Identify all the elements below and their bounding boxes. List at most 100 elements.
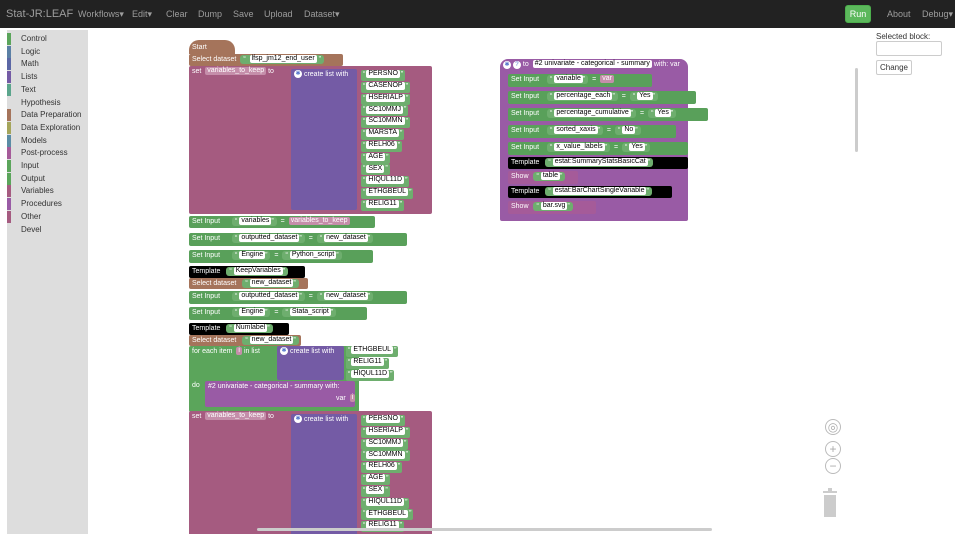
select-dataset-new-1[interactable]: Select dataset “new_dataset” [189, 278, 308, 289]
blockly-workspace[interactable]: Start Select dataset “ lfsp_jm12_end_use… [88, 28, 864, 534]
change-button[interactable]: Change [876, 60, 912, 75]
input-value[interactable]: new_dataset [324, 233, 368, 242]
start-block[interactable]: Start [189, 40, 235, 54]
set-input-engine-python[interactable]: Set Input “Engine” = “Python_script” [189, 250, 373, 263]
show-value[interactable]: table [540, 171, 560, 180]
proc-template-summary[interactable]: Template “estat:SummaryStatsBasicCat” [508, 157, 688, 169]
var-dropdown[interactable]: variables_to_keep [205, 412, 267, 421]
input-value[interactable]: Stata_script [289, 307, 331, 316]
string-value[interactable]: HIQUL11D [351, 369, 390, 378]
recenter-icon[interactable]: ◎ [825, 419, 841, 435]
input-value[interactable]: Yes [655, 108, 671, 117]
toolbox-category-other[interactable]: Other [7, 210, 88, 223]
menu-workflows[interactable]: Workflows▾ [78, 9, 124, 19]
input-value[interactable]: new_dataset [324, 291, 368, 300]
template-value[interactable]: estat:BarChartSingleVariable [552, 186, 647, 195]
menu-save[interactable]: Save [233, 9, 254, 19]
template-numlabel[interactable]: Template “Numlabel” [189, 323, 289, 335]
select-dataset-new-2[interactable]: Select dataset “new_dataset” [189, 335, 301, 346]
proc-show-bar-svg[interactable]: Show “bar.svg” [508, 201, 596, 214]
dataset-value[interactable]: new_dataset [249, 278, 294, 287]
input-value[interactable]: Python_script [289, 250, 337, 259]
string-value[interactable]: HIQUL11D [366, 176, 405, 185]
list-string-item[interactable]: “AGE” [361, 474, 391, 485]
template-value[interactable]: KeepVariables [233, 266, 283, 275]
menu-clear[interactable]: Clear [166, 9, 188, 19]
create-list-block-3[interactable]: ✱ create list with [291, 414, 357, 534]
menu-upload[interactable]: Upload [264, 9, 293, 19]
string-value[interactable]: ETHGBEUL [351, 346, 394, 355]
string-value[interactable]: SC10MMN [366, 450, 405, 459]
zoom-in-icon[interactable]: + [825, 441, 841, 457]
list-string-item[interactable]: “RELIG11” [346, 357, 389, 369]
string-value[interactable]: RELIG11 [351, 357, 384, 366]
toolbox-category-data-preparation[interactable]: Data Preparation [7, 109, 88, 122]
toolbox-category-input[interactable]: Input [7, 160, 88, 172]
input-value[interactable]: variables_to_keep [288, 217, 350, 226]
list-string-item[interactable]: “PERSNO” [361, 415, 406, 426]
list-string-item[interactable]: “RELIG11” [361, 199, 404, 211]
input-value[interactable]: No [622, 125, 636, 134]
horizontal-scrollbar[interactable] [257, 528, 712, 531]
toolbox-category-variables[interactable]: Variables [7, 185, 88, 198]
string-value[interactable]: RELIG11 [366, 199, 399, 208]
string-value[interactable]: MARSTA [366, 129, 399, 138]
string-value[interactable]: PERSNO [366, 415, 400, 424]
input-name[interactable]: variables [239, 216, 272, 225]
toolbox-category-output[interactable]: Output [7, 172, 88, 185]
list-string-item[interactable]: “HSERIALP” [361, 93, 411, 105]
toolbox-category-control[interactable]: Control [7, 33, 88, 45]
set-input-outputted-dataset[interactable]: Set Input “outputted_dataset” = “new_dat… [189, 233, 407, 246]
list-string-item[interactable]: “HIQUL11D” [346, 369, 395, 381]
string-value[interactable]: ETHGBEUL [366, 188, 409, 197]
info-icon[interactable]: ? [512, 61, 521, 70]
gear-icon[interactable]: ✱ [294, 70, 302, 79]
proc-set-input-variable[interactable]: Set Input “variable” = var [508, 74, 652, 87]
var-dropdown[interactable]: variables_to_keep [205, 67, 267, 76]
string-value[interactable]: SC10MMJ [366, 105, 404, 114]
menu-edit[interactable]: Edit▾ [132, 9, 153, 19]
toolbox-category-post-process[interactable]: Post-process [7, 147, 88, 160]
toolbox-category-procedures[interactable]: Procedures [7, 198, 88, 211]
set-input-variables[interactable]: Set Input “variables” = variables_to_kee… [189, 216, 375, 228]
list-string-item[interactable]: “SC10MMJ” [361, 105, 409, 117]
menu-dataset[interactable]: Dataset▾ [304, 9, 340, 19]
proc-template-barchart[interactable]: Template “estat:BarChartSingleVariable” [508, 186, 672, 198]
string-value[interactable]: ETHGBEUL [366, 509, 409, 518]
list-string-item[interactable]: “AGE” [361, 152, 391, 164]
string-value[interactable]: HSERIALP [366, 93, 405, 102]
string-value[interactable]: RELH06 [366, 462, 397, 471]
string-value[interactable]: SC10MMN [366, 117, 405, 126]
create-list-block-1[interactable]: ✱ create list with [291, 69, 357, 210]
list-string-item[interactable]: “HIQUL11D” [361, 176, 410, 188]
template-value[interactable]: Numlabel [233, 323, 268, 332]
proc-set-input-sorted-xaxis[interactable]: Set Input “sorted_xaxis” = “No” [508, 125, 676, 138]
toolbox-category-lists[interactable]: Lists [7, 71, 88, 84]
input-name[interactable]: x_value_labels [554, 142, 605, 151]
list-string-item[interactable]: “ETHGBEUL” [361, 509, 414, 521]
toolbox-category-models[interactable]: Models [7, 134, 88, 147]
list-string-item[interactable]: “SC10MMN” [361, 450, 410, 462]
vertical-scrollbar[interactable] [855, 68, 858, 152]
zoom-out-icon[interactable]: − [825, 458, 841, 474]
proc-set-input-pct-cum[interactable]: Set Input “percentage_cumulative” = “Yes… [508, 108, 708, 121]
list-string-item[interactable]: “SC10MMN” [361, 117, 410, 129]
string-value[interactable]: RELH06 [366, 140, 397, 149]
var-param[interactable]: var i [333, 393, 373, 404]
procedure-call-block[interactable]: #2 univariate - categorical - summary wi… [205, 381, 355, 407]
string-value[interactable]: PERSNO [366, 70, 400, 79]
input-name[interactable]: outputted_dataset [239, 233, 300, 242]
list-string-item[interactable]: “ETHGBEUL” [361, 188, 414, 199]
list-string-item[interactable]: “SEX” [361, 164, 390, 176]
list-string-item[interactable]: “RELH06” [361, 140, 403, 152]
list-string-item[interactable]: “PERSNO” [361, 70, 406, 81]
gear-icon[interactable]: ✱ [294, 415, 302, 424]
list-string-item[interactable]: “HIQUL11D” [361, 497, 410, 509]
string-value[interactable]: SC10MMJ [366, 438, 404, 447]
list-string-item[interactable]: “CASENOP” [361, 81, 410, 93]
input-name[interactable]: outputted_dataset [239, 291, 300, 300]
toolbox-category-logic[interactable]: Logic [7, 45, 88, 58]
loop-var[interactable]: i [236, 347, 242, 356]
input-name[interactable]: Engine [239, 250, 266, 259]
list-string-item[interactable]: “RELH06” [361, 462, 403, 474]
